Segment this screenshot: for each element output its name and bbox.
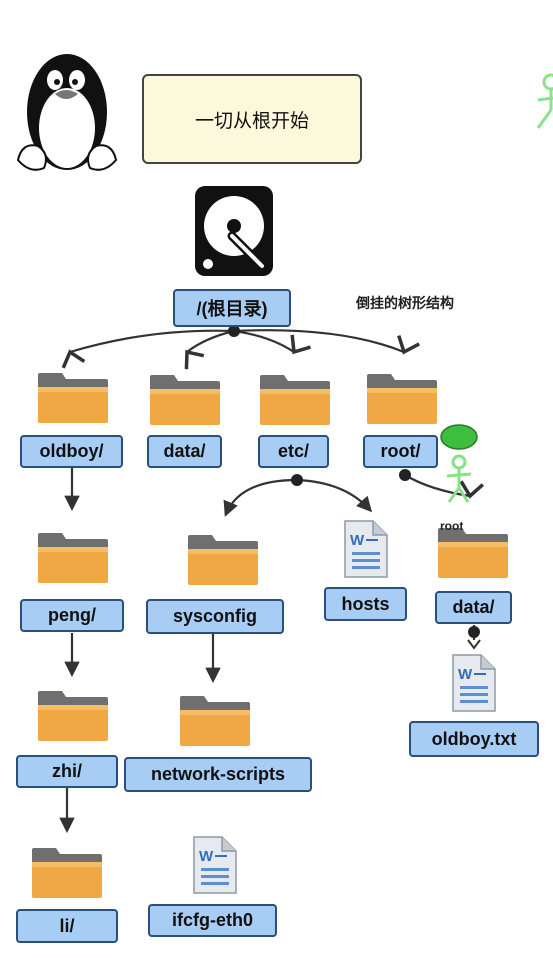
banner-box: 一切从根开始 bbox=[142, 74, 362, 164]
folder-peng-icon bbox=[38, 533, 108, 583]
dir-sysconfig-node[interactable]: sysconfig bbox=[146, 599, 284, 634]
folder-li-icon bbox=[32, 848, 102, 898]
doc-oldboy-txt-icon bbox=[452, 654, 496, 712]
stick-figure-icon bbox=[440, 424, 478, 503]
dir-li-node[interactable]: li/ bbox=[16, 909, 118, 943]
root-dir-node[interactable]: /(根目录) bbox=[173, 289, 291, 327]
stick-figure-edge-icon bbox=[536, 73, 553, 129]
etc-connectors bbox=[223, 478, 373, 517]
dir-peng-node[interactable]: peng/ bbox=[20, 599, 124, 632]
folder-oldboy-icon bbox=[38, 373, 108, 423]
file-hosts-node[interactable]: hosts bbox=[324, 587, 407, 621]
dir-data-node[interactable]: data/ bbox=[147, 435, 222, 468]
folder-network-scripts-icon bbox=[180, 696, 250, 746]
folder-etc-icon bbox=[260, 375, 330, 425]
inverted-tree-note: 倒挂的树形结构 bbox=[356, 295, 454, 311]
root-figure-label: root bbox=[440, 519, 464, 533]
hard-disk-icon bbox=[195, 186, 273, 276]
doc-hosts-icon bbox=[344, 520, 388, 578]
folder-sysconfig-icon bbox=[188, 535, 258, 585]
dir-etc-node[interactable]: etc/ bbox=[258, 435, 329, 468]
banner-text: 一切从根开始 bbox=[194, 110, 309, 132]
dir-root-data-node[interactable]: data/ bbox=[435, 591, 512, 624]
folder-root-data-icon bbox=[438, 528, 508, 578]
oldboy-chain-arrows bbox=[59, 468, 221, 834]
folder-root-icon bbox=[367, 374, 437, 424]
doc-ifcfg-icon bbox=[193, 836, 237, 894]
dir-root-node[interactable]: root/ bbox=[363, 435, 438, 468]
tux-penguin-icon bbox=[16, 54, 118, 171]
folder-data-icon bbox=[150, 375, 220, 425]
file-ifcfg-node[interactable]: ifcfg-eth0 bbox=[148, 904, 277, 937]
folder-zhi-icon bbox=[38, 691, 108, 741]
file-oldboy-txt-node[interactable]: oldboy.txt bbox=[409, 721, 539, 757]
dir-zhi-node[interactable]: zhi/ bbox=[16, 755, 118, 788]
dir-oldboy-node[interactable]: oldboy/ bbox=[20, 435, 123, 468]
dir-network-scripts-node[interactable]: network-scripts bbox=[124, 757, 312, 792]
